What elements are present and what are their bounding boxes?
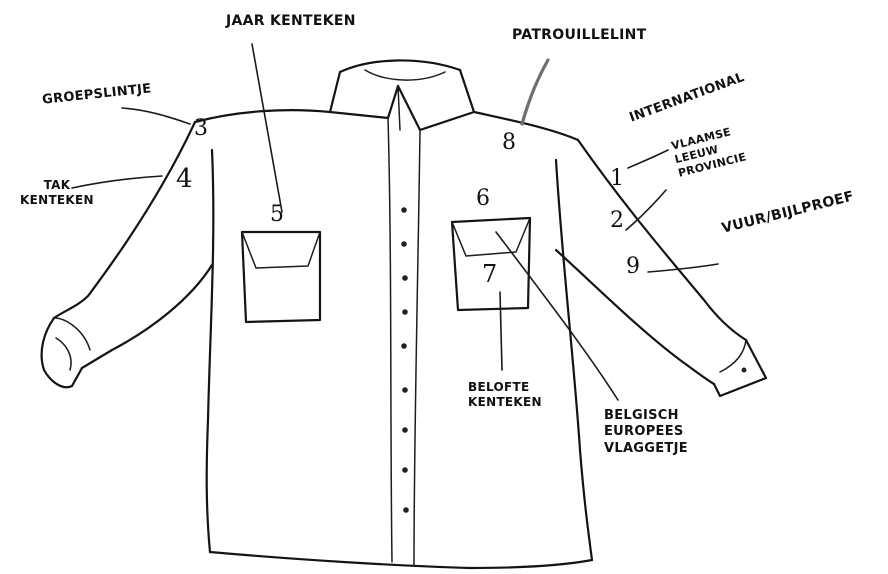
number-1: 1 [610,168,624,190]
patrouillelint-label: PATROUILLELINT [512,28,647,42]
number-4: 4 [176,166,193,192]
belofte-kenteken-label: BELOFTE KENTEKEN [468,380,542,410]
belgisch-europees-vlaggetje-label: BELGISCH EUROPEES VLAGGETJE [604,408,688,457]
number-3: 3 [194,118,208,140]
number-9: 9 [626,256,640,278]
tak-kenteken-label: TAK KENTEKEN [20,178,94,208]
number-2: 2 [610,210,624,232]
number-7: 7 [482,262,497,286]
jaarkenteken-label: JAAR KENTEKEN [226,14,356,28]
number-8: 8 [502,132,516,154]
number-5: 5 [270,204,284,226]
number-6: 6 [476,188,490,210]
